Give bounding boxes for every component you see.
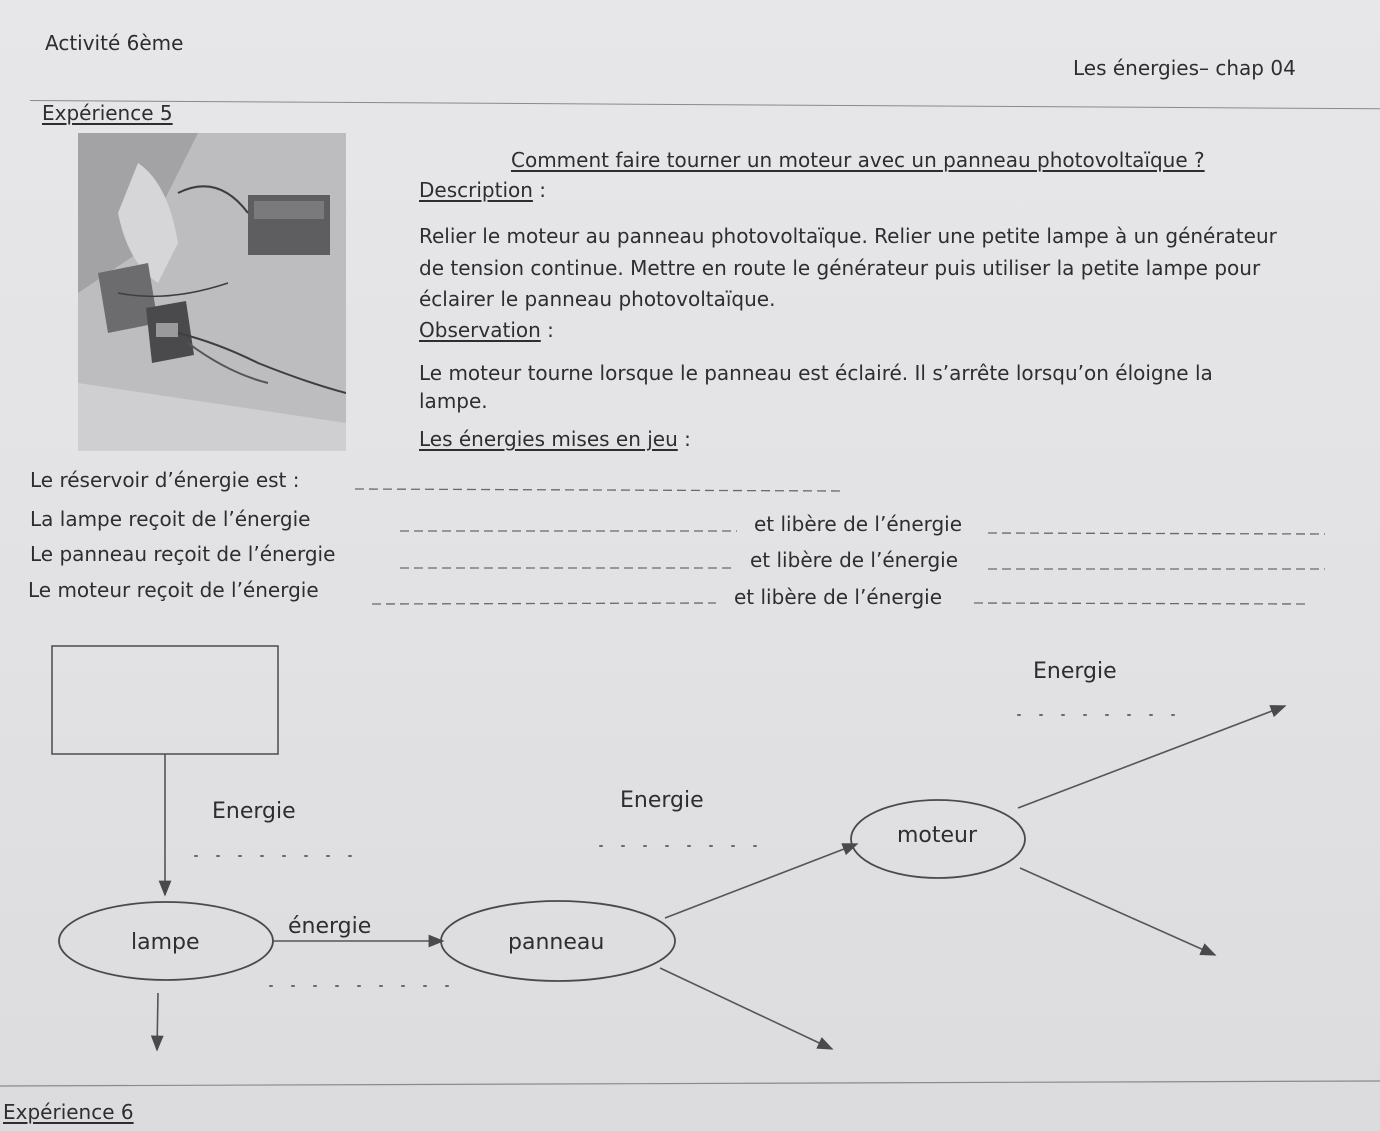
- description-label: Description: [419, 178, 533, 202]
- lampe-label: lampe: [131, 930, 200, 955]
- colon: :: [540, 318, 554, 342]
- energies-heading: Les énergies mises en jeu :: [419, 427, 691, 451]
- label-energie-panneau: énergie: [288, 914, 371, 939]
- answer-dashes: [354, 488, 1326, 605]
- moteur-libere: et libère de l’énergie: [734, 585, 943, 609]
- description-heading: Description :: [419, 178, 546, 202]
- experiment-photo: [78, 133, 346, 451]
- panneau-node: [440, 900, 676, 982]
- lampe-output-arrow: [150, 992, 164, 1052]
- diagram-dots: [194, 714, 1181, 987]
- moteur-line: Le moteur reçoit de l’énergie: [28, 578, 319, 602]
- experience5-title: Expérience 5: [42, 101, 173, 125]
- chapter-title: Les énergies– chap 04: [1073, 56, 1296, 80]
- experience6-title: Expérience 6: [3, 1100, 134, 1124]
- colon: :: [532, 178, 547, 202]
- source-box: [51, 645, 279, 755]
- energies-label: Les énergies mises en jeu: [419, 427, 678, 451]
- reservoir-line: Le réservoir d’énergie est :: [30, 468, 300, 492]
- moteur-node: [850, 799, 1026, 879]
- bottom-rule: [0, 1080, 1380, 1087]
- panneau-output-arrow: [659, 967, 834, 1050]
- lampe-line: La lampe reçoit de l’énergie: [30, 507, 311, 531]
- panneau-line: Le panneau reçoit de l’énergie: [30, 542, 336, 566]
- observation-label: Observation: [419, 318, 541, 342]
- moteur-label: moteur: [897, 823, 978, 848]
- question: Comment faire tourner un moteur avec un …: [511, 148, 1205, 172]
- observation-line-2: lampe.: [419, 389, 488, 413]
- moteur-output-arrow-2: [1019, 867, 1217, 956]
- label-energie-lampe: Energie: [212, 799, 296, 824]
- observation-line-1: Le moteur tourne lorsque le panneau est …: [419, 361, 1213, 385]
- panneau-label: panneau: [508, 930, 604, 955]
- description-line-1: Relier le moteur au panneau photovoltaïq…: [419, 224, 1277, 248]
- label-energie-out: Energie: [1033, 659, 1117, 684]
- activity-title: Activité 6ème: [45, 31, 184, 55]
- lampe-libere: et libère de l’énergie: [754, 512, 963, 536]
- label-energie-moteur: Energie: [620, 788, 704, 813]
- panneau-to-moteur-arrow: [664, 843, 859, 919]
- colon: :: [677, 427, 691, 451]
- observation-heading: Observation :: [419, 318, 554, 342]
- panneau-libere: et libère de l’énergie: [750, 548, 959, 572]
- description-line-2: de tension continue. Mettre en route le …: [419, 256, 1261, 280]
- moteur-output-arrow-1: [1017, 705, 1287, 809]
- description-line-3: éclairer le panneau photovoltaïque.: [419, 287, 776, 311]
